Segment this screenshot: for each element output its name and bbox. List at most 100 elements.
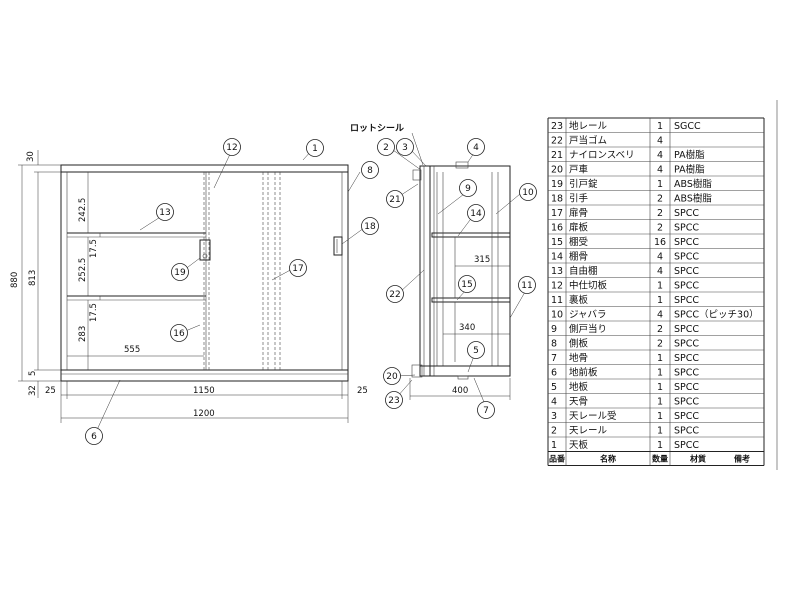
parts-row-number: 5 [551, 382, 557, 393]
parts-row-number: 15 [551, 237, 563, 248]
parts-row-material: PA樹脂 [674, 149, 705, 161]
parts-row-number: 18 [551, 194, 563, 205]
parts-row-material: SPCC [674, 281, 699, 292]
parts-row-name: 天レール受 [569, 410, 617, 422]
callout-16: 16 [170, 324, 188, 342]
header-part-no: 品番 [549, 454, 566, 464]
parts-row-material: SPCC [674, 266, 699, 277]
parts-row-number: 14 [551, 252, 563, 263]
parts-row-material: SPCC [674, 382, 699, 393]
parts-row-number: 17 [551, 208, 563, 219]
parts-row-qty: 1 [657, 281, 663, 292]
parts-row-name: 棚受 [569, 236, 588, 248]
parts-row-qty: 2 [657, 208, 663, 219]
parts-row-qty: 1 [657, 179, 663, 190]
svg-text:21: 21 [389, 195, 400, 205]
callout-22: 22 [386, 285, 404, 303]
parts-row-material: SPCC（ピッチ30） [674, 309, 759, 321]
side-shelf [431, 297, 511, 303]
parts-row-qty: 2 [657, 194, 663, 205]
parts-row-number: 4 [551, 397, 557, 408]
header-material: 材質 [690, 454, 706, 464]
svg-text:23: 23 [388, 396, 399, 406]
parts-row-material: SPCC [674, 237, 699, 248]
parts-row-material: SPCC [674, 208, 699, 219]
dim-315: 315 [474, 255, 490, 265]
parts-row-name: 地レール [569, 120, 608, 132]
callout-2: 2 [377, 138, 395, 156]
dim-base-height: 5 [28, 371, 38, 376]
parts-row-material: SPCC [674, 440, 699, 451]
parts-row-qty: 16 [654, 237, 666, 248]
parts-row-name: 扉板 [569, 222, 589, 234]
svg-text:4: 4 [473, 143, 479, 153]
svg-text:3: 3 [402, 143, 408, 153]
svg-text:7: 7 [483, 406, 489, 416]
svg-text:9: 9 [465, 184, 471, 194]
parts-row-material: SPCC [674, 368, 699, 379]
parts-row-number: 13 [551, 266, 563, 277]
callout-15: 15 [458, 275, 476, 293]
dim-inner-total: 1150 [193, 386, 215, 396]
parts-row-name: 引手 [569, 193, 589, 205]
callout-12: 12 [223, 138, 241, 156]
svg-text:10: 10 [522, 188, 534, 198]
parts-row-qty: 1 [657, 440, 663, 451]
parts-row-qty: 1 [657, 353, 663, 364]
callout-8: 8 [361, 161, 379, 179]
callout-14: 14 [467, 204, 485, 222]
parts-row-qty: 1 [657, 382, 663, 393]
parts-row-qty: 1 [657, 426, 663, 437]
svg-text:2: 2 [383, 143, 389, 153]
parts-row-material: SPCC [674, 426, 699, 437]
svg-text:8: 8 [367, 166, 373, 176]
parts-row-qty: 1 [657, 411, 663, 422]
svg-text:14: 14 [470, 209, 482, 219]
parts-row-number: 21 [551, 150, 563, 161]
parts-row-qty: 4 [657, 266, 663, 277]
parts-row-name: 側戸当り [569, 323, 607, 335]
header-name: 名称 [600, 454, 616, 464]
cabinet-outline [60, 164, 349, 382]
dim-shelf1: 242.5 [78, 198, 88, 222]
dim-shelf3: 283 [78, 326, 88, 342]
callout-5: 5 [467, 341, 485, 359]
parts-row-material: SPCC [674, 339, 699, 350]
parts-row-number: 23 [551, 121, 563, 132]
parts-row-material: SPCC [674, 295, 699, 306]
parts-row-name: 戸当ゴム [569, 135, 607, 147]
callout-10: 10 [519, 183, 537, 201]
parts-row-material: ABS樹脂 [674, 193, 712, 205]
parts-row-number: 2 [551, 426, 557, 437]
side-shelf [431, 232, 511, 238]
callout-6: 6 [85, 427, 103, 445]
side-view: ロットシール 315 340 400 [350, 123, 537, 419]
callout-11: 11 [518, 276, 536, 294]
svg-text:16: 16 [173, 329, 185, 339]
parts-row-name: ジャバラ [569, 310, 607, 321]
parts-row-material: SGCC [674, 121, 701, 132]
callout-20: 20 [383, 367, 401, 385]
callout-19: 19 [171, 263, 189, 281]
parts-row-qty: 4 [657, 136, 663, 147]
parts-row-name: 扉骨 [569, 207, 588, 219]
dim-overall-width: 1200 [193, 409, 215, 419]
parts-row-name: 側板 [569, 338, 589, 350]
parts-row-name: 棚骨 [569, 251, 588, 263]
dim-shelf2: 252.5 [78, 258, 88, 282]
parts-row-name: 天レール [569, 426, 608, 437]
parts-row-material: SPCC [674, 223, 699, 234]
svg-text:1: 1 [312, 144, 318, 154]
parts-row-qty: 2 [657, 223, 663, 234]
parts-row-number: 12 [551, 281, 563, 292]
parts-row-material: SPCC [674, 353, 699, 364]
front-view: 30 880 813 5 32 242.5 17.5 252.5 17.5 28… [10, 138, 379, 445]
callout-9: 9 [459, 179, 477, 197]
parts-row-number: 8 [551, 339, 557, 350]
parts-row-material: ABS樹脂 [674, 178, 712, 190]
parts-row-qty: 4 [657, 165, 663, 176]
parts-row-name: 裏板 [569, 294, 589, 306]
parts-row-number: 6 [551, 368, 557, 379]
parts-row-number: 1 [551, 440, 557, 451]
